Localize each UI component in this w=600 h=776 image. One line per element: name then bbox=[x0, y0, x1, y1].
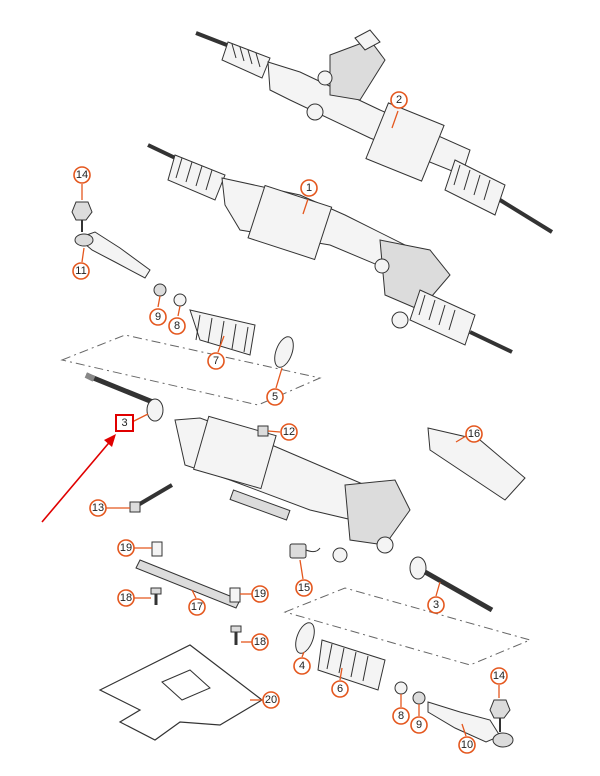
svg-text:20: 20 bbox=[265, 694, 277, 706]
svg-text:15: 15 bbox=[298, 582, 310, 594]
callout-8-upper[interactable]: 8 bbox=[168, 305, 186, 335]
svg-text:17: 17 bbox=[191, 601, 203, 613]
svg-text:19: 19 bbox=[120, 542, 132, 554]
callout-19-left[interactable]: 19 bbox=[117, 539, 152, 557]
bolt-13[interactable] bbox=[129, 483, 174, 513]
plate-20[interactable] bbox=[98, 644, 264, 741]
callout-14-left[interactable]: 14 bbox=[73, 166, 91, 200]
group-box-upper bbox=[60, 334, 322, 406]
callout-13[interactable]: 13 bbox=[89, 499, 130, 517]
tie-rod-3-right[interactable] bbox=[409, 556, 494, 613]
callout-2[interactable]: 2 bbox=[390, 91, 408, 129]
steering-rack-1[interactable] bbox=[147, 143, 513, 354]
svg-text:13: 13 bbox=[92, 502, 104, 514]
callout-11[interactable]: 11 bbox=[72, 247, 90, 280]
callout-9-lower[interactable]: 9 bbox=[410, 704, 428, 734]
callout-19-right[interactable]: 19 bbox=[240, 585, 269, 603]
callout-10[interactable]: 10 bbox=[458, 723, 476, 754]
callout-14-right[interactable]: 14 bbox=[490, 667, 508, 698]
svg-text:7: 7 bbox=[213, 355, 219, 367]
callout-6[interactable]: 6 bbox=[331, 667, 349, 698]
callout-9-upper[interactable]: 9 bbox=[149, 295, 167, 326]
svg-text:14: 14 bbox=[493, 670, 505, 682]
clamp-5[interactable] bbox=[271, 334, 297, 370]
svg-text:3: 3 bbox=[121, 417, 127, 429]
svg-text:8: 8 bbox=[398, 710, 404, 722]
tie-rod-3-left[interactable] bbox=[84, 372, 164, 422]
svg-text:18: 18 bbox=[120, 592, 132, 604]
callout-15[interactable]: 15 bbox=[295, 559, 313, 597]
svg-text:8: 8 bbox=[174, 320, 180, 332]
clamp-8-left[interactable] bbox=[173, 293, 187, 307]
svg-text:14: 14 bbox=[76, 169, 88, 181]
bolt-18-left[interactable] bbox=[150, 587, 162, 605]
lock-nut-9-left[interactable] bbox=[153, 283, 167, 297]
boot-6-right[interactable] bbox=[317, 639, 386, 691]
svg-text:10: 10 bbox=[461, 739, 473, 751]
bolt-18-right[interactable] bbox=[230, 625, 242, 645]
steering-rack-2[interactable] bbox=[195, 29, 554, 234]
callout-5[interactable]: 5 bbox=[266, 367, 284, 406]
nut-right-14[interactable] bbox=[489, 699, 511, 732]
svg-text:4: 4 bbox=[299, 660, 305, 672]
callout-1[interactable]: 1 bbox=[300, 179, 318, 215]
svg-text:1: 1 bbox=[306, 182, 312, 194]
bolt-19-right[interactable] bbox=[229, 587, 241, 603]
tie-rod-end-right-10[interactable] bbox=[427, 701, 514, 748]
callout-12[interactable]: 12 bbox=[267, 423, 298, 441]
group-box-lower bbox=[283, 587, 532, 666]
callout-18-right[interactable]: 18 bbox=[241, 633, 269, 651]
svg-text:11: 11 bbox=[75, 265, 86, 277]
callout-3-lower[interactable]: 3 bbox=[427, 581, 445, 614]
highlight-arrow bbox=[41, 434, 116, 523]
callout-4[interactable]: 4 bbox=[293, 651, 311, 675]
boot-7-left[interactable] bbox=[189, 309, 256, 356]
clamp-4[interactable] bbox=[292, 620, 318, 656]
clamp-8-right[interactable] bbox=[394, 681, 408, 695]
connector-15[interactable] bbox=[289, 543, 321, 559]
svg-text:19: 19 bbox=[254, 588, 266, 600]
svg-text:9: 9 bbox=[416, 719, 422, 731]
svg-text:3: 3 bbox=[433, 599, 439, 611]
bolt-19-left[interactable] bbox=[151, 541, 163, 557]
steering-rack-main[interactable] bbox=[174, 415, 411, 563]
callout-16[interactable]: 16 bbox=[455, 425, 483, 443]
svg-text:12: 12 bbox=[283, 426, 295, 438]
callout-3-highlighted[interactable]: 3 bbox=[115, 413, 149, 432]
callout-7[interactable]: 7 bbox=[207, 335, 225, 370]
svg-text:18: 18 bbox=[254, 636, 266, 648]
callout-20[interactable]: 20 bbox=[250, 691, 280, 709]
tie-rod-end-left-11[interactable] bbox=[74, 231, 151, 279]
svg-text:6: 6 bbox=[337, 683, 343, 695]
svg-text:2: 2 bbox=[396, 94, 402, 106]
bracket-17[interactable] bbox=[135, 559, 241, 609]
lock-nut-9-right[interactable] bbox=[412, 691, 426, 705]
callout-18-left[interactable]: 18 bbox=[117, 589, 151, 607]
svg-text:16: 16 bbox=[468, 428, 480, 440]
svg-text:9: 9 bbox=[155, 311, 161, 323]
cap-12[interactable] bbox=[257, 425, 269, 437]
svg-text:5: 5 bbox=[272, 391, 278, 403]
nut-left-14[interactable] bbox=[71, 201, 93, 232]
callout-17[interactable]: 17 bbox=[188, 589, 206, 616]
callout-8-lower[interactable]: 8 bbox=[392, 694, 410, 725]
